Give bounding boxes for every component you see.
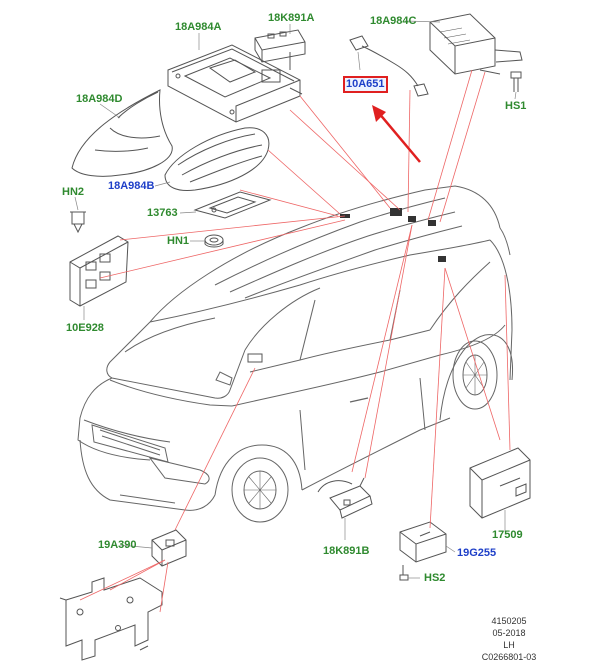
screw-hs1: [510, 71, 522, 92]
callout-18k891a: 18K891A: [268, 12, 315, 24]
callout-10a651-highlighted: 10A651: [343, 76, 388, 93]
mounting-bracket-plate: [59, 577, 163, 661]
reference-number: 4150205: [491, 616, 527, 626]
pointer-arrow: [372, 105, 421, 163]
module-18a984a: [167, 44, 303, 123]
callout-18a984a: 18A984A: [175, 21, 222, 33]
clip-hn2: [70, 211, 86, 234]
callout-19a390: 19A390: [98, 539, 137, 551]
callout-17509: 17509: [492, 529, 523, 541]
callout-18a984b: 18A984B: [108, 180, 155, 192]
nut-hn1: [204, 234, 224, 248]
module-17509: [469, 447, 531, 519]
antenna-base-18a984b: [164, 127, 270, 191]
callout-18k891b: 18K891B: [323, 545, 370, 557]
connector-19a390: [151, 529, 187, 567]
callout-leaders: [74, 20, 517, 579]
reference-side: LH: [503, 640, 515, 650]
connector-18k891b: [317, 477, 373, 519]
callout-18a984c: 18A984C: [370, 15, 417, 27]
connector-18k891a: [254, 29, 306, 70]
callout-hn2: HN2: [62, 186, 85, 198]
antenna-18a984d: [71, 89, 173, 177]
callout-hs1: HS1: [505, 100, 527, 112]
reference-code: C0266801-03: [481, 652, 537, 662]
callout-hn1: HN1: [167, 235, 190, 247]
callout-10e928: 10E928: [66, 322, 104, 334]
antenna-lead-10a651: [349, 35, 429, 97]
module-18a984c: [429, 13, 523, 75]
bracket-10e928: [69, 235, 129, 307]
gasket-13763: [193, 191, 272, 219]
callout-19g255: 19G255: [457, 547, 497, 559]
leader-lines: [79, 69, 511, 613]
vehicle-outline: [77, 185, 514, 523]
reference-date: 05-2018: [492, 628, 526, 638]
callout-hs2: HS2: [424, 572, 446, 584]
callout-18a984d: 18A984D: [76, 93, 123, 105]
callout-13763: 13763: [147, 207, 178, 219]
